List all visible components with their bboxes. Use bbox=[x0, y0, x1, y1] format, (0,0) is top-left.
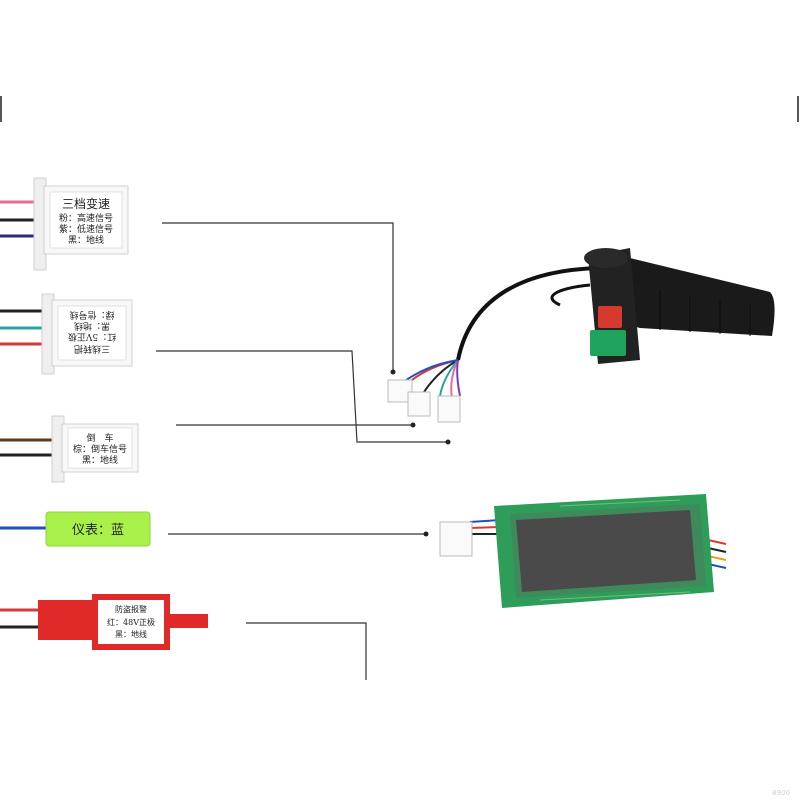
throttle-assembly bbox=[387, 248, 775, 423]
meter-pins-top bbox=[559, 499, 681, 507]
button-green bbox=[590, 330, 626, 356]
edge-mark-right bbox=[797, 96, 799, 122]
plug-three-speed bbox=[387, 379, 413, 403]
connector-line: 黑：地线 bbox=[74, 320, 110, 332]
throttle-wire-fan bbox=[397, 359, 461, 399]
plug-throttle bbox=[407, 391, 431, 417]
connector-title: 防盗报警 bbox=[115, 604, 147, 614]
connector-title: 倒 车 bbox=[86, 432, 113, 444]
connector-label-tag bbox=[67, 427, 133, 469]
throttle-collar bbox=[584, 248, 628, 268]
edge-mark-left bbox=[0, 96, 2, 122]
leader-dot bbox=[423, 531, 429, 537]
connector-label-tag bbox=[98, 600, 164, 644]
button-red bbox=[598, 306, 622, 328]
connector-line: 粉：高速信号 bbox=[59, 212, 113, 224]
connector-reverse: 倒 车 棕：倒车信号 黑：地线 bbox=[0, 415, 139, 483]
plug-reverse bbox=[437, 395, 461, 423]
leader-dot bbox=[410, 422, 416, 428]
meter-lcd bbox=[516, 510, 696, 592]
connector-line: 黑：地线 bbox=[68, 234, 104, 246]
leader-dot bbox=[390, 369, 396, 375]
leader-line-three-speed bbox=[162, 222, 394, 372]
meter-plug bbox=[439, 521, 473, 557]
watermark: 8900 bbox=[772, 789, 790, 797]
switch-cable bbox=[550, 283, 591, 307]
connector-meter: 仪表：蓝 bbox=[0, 511, 151, 547]
leader-line-alarm bbox=[246, 622, 367, 680]
grip-texture bbox=[659, 290, 751, 336]
leader-line-throttle bbox=[156, 350, 448, 443]
throttle-grip bbox=[600, 250, 775, 336]
leader-endpoints bbox=[390, 369, 451, 537]
meter-wires-left bbox=[469, 519, 501, 535]
connector-line: 黑：地线 bbox=[115, 629, 147, 639]
alarm-connector-tab bbox=[168, 614, 208, 628]
connector-title: 仪表：蓝 bbox=[72, 523, 124, 538]
lcd-meter bbox=[439, 494, 727, 608]
leader-dot bbox=[445, 439, 451, 445]
connector-line: 绿：信号线 bbox=[69, 309, 114, 321]
alarm-connector-rear bbox=[38, 600, 96, 640]
meter-connector-body bbox=[45, 511, 151, 547]
connector-line: 黑：地线 bbox=[82, 454, 118, 466]
connector-line: 棕：倒车信号 bbox=[73, 443, 127, 455]
meter-pins-bottom bbox=[539, 591, 691, 601]
connector-throttle: 三线转把 红：5V正极 黑：地线 绿：信号线 bbox=[0, 293, 133, 375]
throttle-cable bbox=[456, 266, 601, 361]
connector-line: 红：5V正极 bbox=[68, 331, 116, 343]
connector-line: 紫：低速信号 bbox=[59, 223, 113, 235]
connector-line: 红：48V正极 bbox=[107, 617, 155, 627]
leader-lines bbox=[156, 222, 448, 680]
connector-title: 三档变速 bbox=[62, 196, 110, 211]
connector-title: 三线转把 bbox=[74, 343, 110, 355]
connector-three-speed: 三档变速 粉：高速信号 紫：低速信号 黑：地线 bbox=[0, 177, 129, 271]
connector-label-tag bbox=[49, 191, 123, 249]
connector-label-tag bbox=[57, 305, 127, 361]
connector-alarm: 防盗报警 红：48V正极 黑：地线 bbox=[0, 594, 208, 650]
